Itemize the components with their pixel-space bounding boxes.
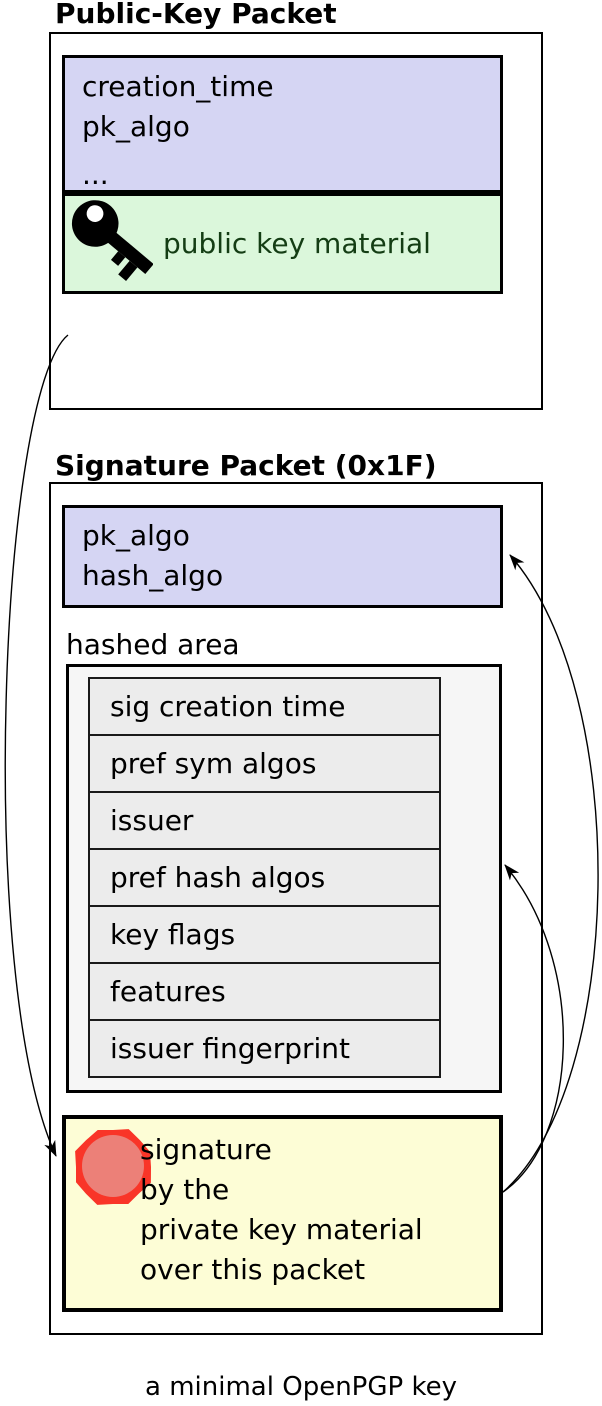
subpacket-pref-hash-algos: pref hash algos [90,850,439,907]
subpacket-issuer: issuer [90,793,439,850]
subpacket-key-flags: key flags [90,907,439,964]
signature-packet-title: Signature Packet (0x1F) [55,449,437,482]
subpacket-list: sig creation time pref sym algos issuer … [88,677,441,1078]
subpacket-pref-sym-algos: pref sym algos [90,736,439,793]
diagram-caption: a minimal OpenPGP key [145,1372,457,1402]
public-key-header-fields-box: creation_time pk_algo ... [62,55,503,193]
public-key-material-box: public key material [62,193,503,294]
subpacket-features: features [90,964,439,1021]
signature-line-1: signature [140,1133,272,1166]
signature-text: signature by the private key material ov… [140,1130,423,1290]
subpacket-issuer-fingerprint: issuer fingerprint [110,1032,351,1065]
public-key-material-label: public key material [163,227,431,260]
hashed-area-label: hashed area [66,628,240,661]
field-pk-algo: pk_algo [82,110,190,143]
signature-line-4: over this packet [140,1253,366,1286]
signature-header-fields-box: pk_algo hash_algo [62,505,503,608]
public-key-packet-title: Public-Key Packet [55,0,337,30]
field-hash-algo: hash_algo [82,559,224,592]
seal-icon [75,1129,151,1205]
signature-line-2: by the [140,1173,230,1206]
field-creation-time: creation_time [82,70,274,103]
field-sig-pk-algo: pk_algo [82,519,190,552]
key-icon [71,199,153,281]
signature-line-3: private key material [140,1213,423,1246]
field-ellipsis: ... [82,158,109,191]
subpacket-sig-creation-time: sig creation time [90,679,439,736]
